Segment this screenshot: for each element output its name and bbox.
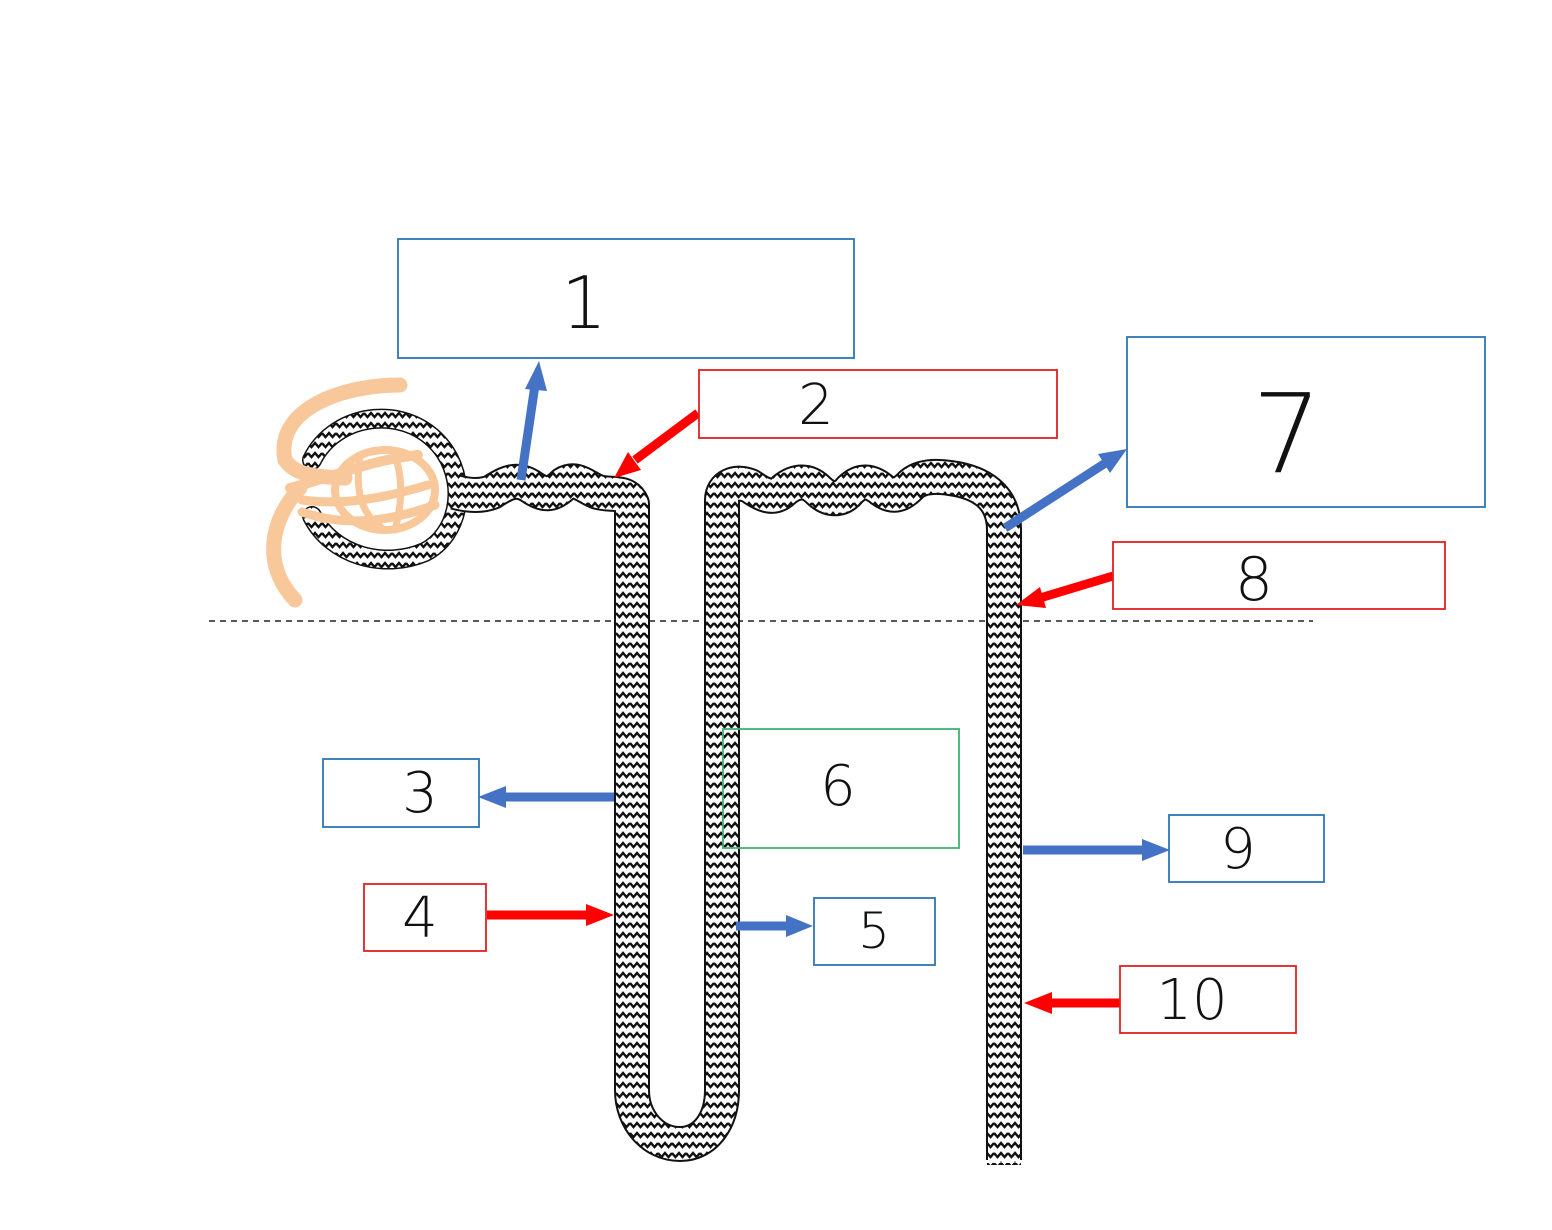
arrow-4: [487, 904, 614, 926]
label-3-text: 3: [402, 761, 438, 826]
label-6-text: 6: [820, 754, 856, 819]
arrow-1: [516, 361, 547, 481]
label-box-10: 10: [1119, 965, 1297, 1034]
arrow-7: [1002, 449, 1127, 532]
label-box-9: 9: [1168, 814, 1325, 883]
glomerulus: [266, 377, 440, 608]
label-box-4: 4: [363, 883, 487, 952]
arrow-9: [1023, 839, 1170, 861]
label-box-1: 1: [397, 238, 855, 359]
label-box-8: 8: [1112, 541, 1446, 615]
label-box-2: 2: [698, 369, 1058, 439]
arrow-2: [614, 409, 701, 478]
arrow-10: [1024, 992, 1120, 1014]
label-8-text: 8: [1235, 545, 1273, 615]
label-9-text: 9: [1220, 817, 1256, 882]
label-box-5: 5: [813, 897, 936, 966]
label-7-text: 7: [1252, 370, 1322, 498]
label-box-7: 7: [1126, 336, 1486, 508]
label-4-text: 4: [402, 886, 438, 951]
label-2-text: 2: [798, 373, 834, 438]
label-5-text: 5: [858, 902, 890, 960]
label-1-text: 1: [561, 261, 607, 345]
label-box-3: 3: [322, 758, 480, 828]
arrow-8: [1016, 571, 1115, 608]
arrow-5: [736, 915, 813, 937]
label-box-6: 6: [722, 728, 960, 849]
label-10-text: 10: [1156, 968, 1227, 1033]
arrow-3: [478, 786, 614, 808]
